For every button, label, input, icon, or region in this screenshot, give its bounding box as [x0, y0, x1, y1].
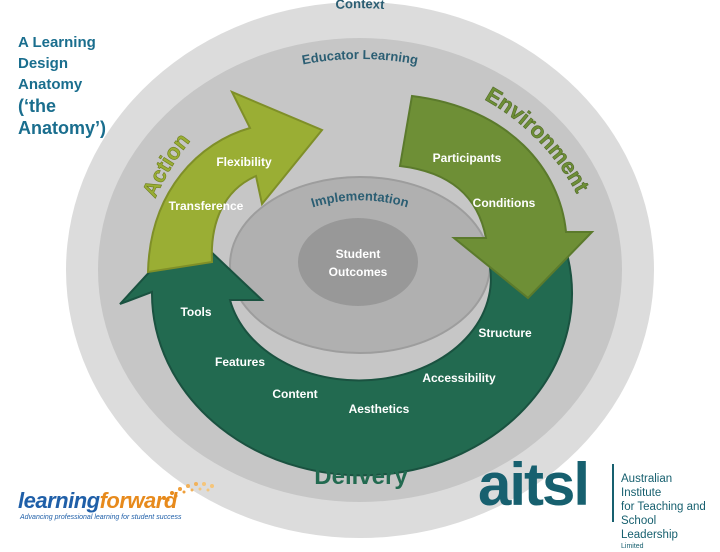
action-item-transference: Transference: [169, 199, 244, 213]
delivery-item-structure: Structure: [478, 326, 532, 340]
delivery-item-features: Features: [215, 355, 265, 369]
delivery-item-content: Content: [272, 387, 317, 401]
aitsl-logo: aitsl Australian Institute for Teaching …: [478, 451, 713, 550]
delivery-item-aesthetics: Aesthetics: [349, 402, 410, 416]
educator-learning-label: Educator Learning: [301, 47, 420, 67]
student-outcomes-circle: [298, 218, 418, 306]
learning-forward-dots-icon: [162, 482, 214, 502]
aitsl-wordmark: aitsl: [478, 451, 590, 518]
aitsl-full-name: Australian Institute for Teaching and Sc…: [621, 473, 706, 550]
learning-design-diagram: Context Educator Learning Implementation…: [66, 0, 654, 538]
action-arrow: [146, 90, 324, 274]
environment-item-participants: Participants: [433, 151, 502, 165]
title-line-2: Design: [18, 55, 69, 72]
delivery-item-tools: Tools: [180, 305, 211, 319]
delivery-item-accessibility: Accessibility: [422, 371, 496, 385]
title-line-5: Anatomy’): [18, 118, 107, 138]
learning-forward-wordmark: learningforward: [18, 488, 177, 513]
aitsl-divider: [612, 464, 614, 522]
student-outcomes-line2: Outcomes: [329, 265, 388, 279]
learning-forward-tagline: Advancing professional learning for stud…: [20, 514, 182, 521]
title-line-1: A Learning: [18, 34, 96, 51]
delivery-arrow: [119, 228, 573, 477]
slide-title: A Learning Design Anatomy (‘the Anatomy’…: [18, 32, 138, 139]
title-line-3: Anatomy: [18, 76, 83, 93]
environment-item-conditions: Conditions: [473, 196, 536, 210]
environment-arrow: [398, 94, 595, 300]
delivery-label: Delivery: [314, 463, 408, 490]
action-item-flexibility: Flexibility: [216, 155, 272, 169]
student-outcomes-line1: Student: [336, 247, 381, 261]
title-line-4: (‘the: [18, 96, 56, 116]
learning-forward-logo: learningforward Advancing professional l…: [18, 482, 228, 528]
context-label: Context: [335, 0, 386, 12]
